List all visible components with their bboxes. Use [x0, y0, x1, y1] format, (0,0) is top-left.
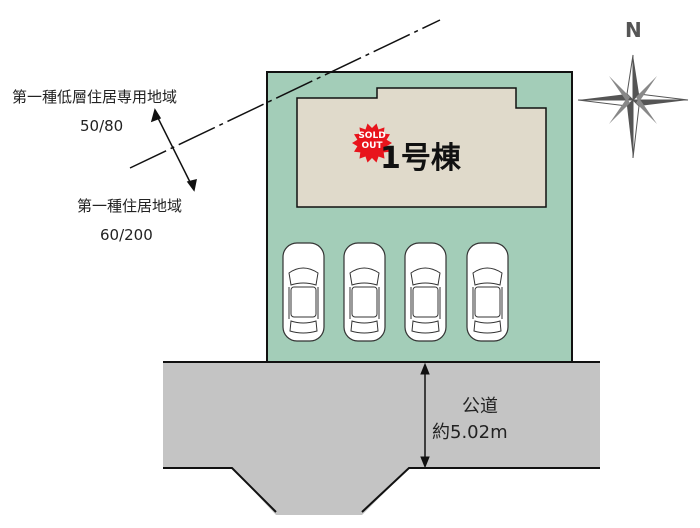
building-footprint	[296, 87, 547, 208]
parking-car	[282, 242, 325, 342]
public-road	[163, 362, 600, 515]
zone-upper-ratio: 50/80	[80, 117, 124, 135]
zone-boundary-line	[129, 19, 441, 169]
parking-car	[466, 242, 509, 342]
parking-car	[404, 242, 447, 342]
compass-north-label: N	[625, 18, 642, 42]
sold-out-badge	[352, 123, 392, 163]
zone-lower-ratio: 60/200	[100, 226, 153, 244]
zone-arrow	[150, 108, 197, 192]
zone-lower-name: 第一種住居地域	[77, 197, 183, 215]
badge-line-1: SOLD	[358, 131, 386, 141]
zone-upper-name: 第一種低層住居専用地域	[12, 88, 178, 106]
road-name: 公道	[462, 396, 498, 417]
building-label: 1号棟	[380, 141, 461, 176]
sold-out-text: SOLD OUT	[355, 131, 389, 151]
compass-icon	[577, 54, 689, 159]
badge-line-2: OUT	[361, 141, 383, 151]
parking-car	[343, 242, 386, 342]
road-width: 約5.02m	[432, 422, 508, 443]
road-width-arrow	[420, 362, 430, 469]
